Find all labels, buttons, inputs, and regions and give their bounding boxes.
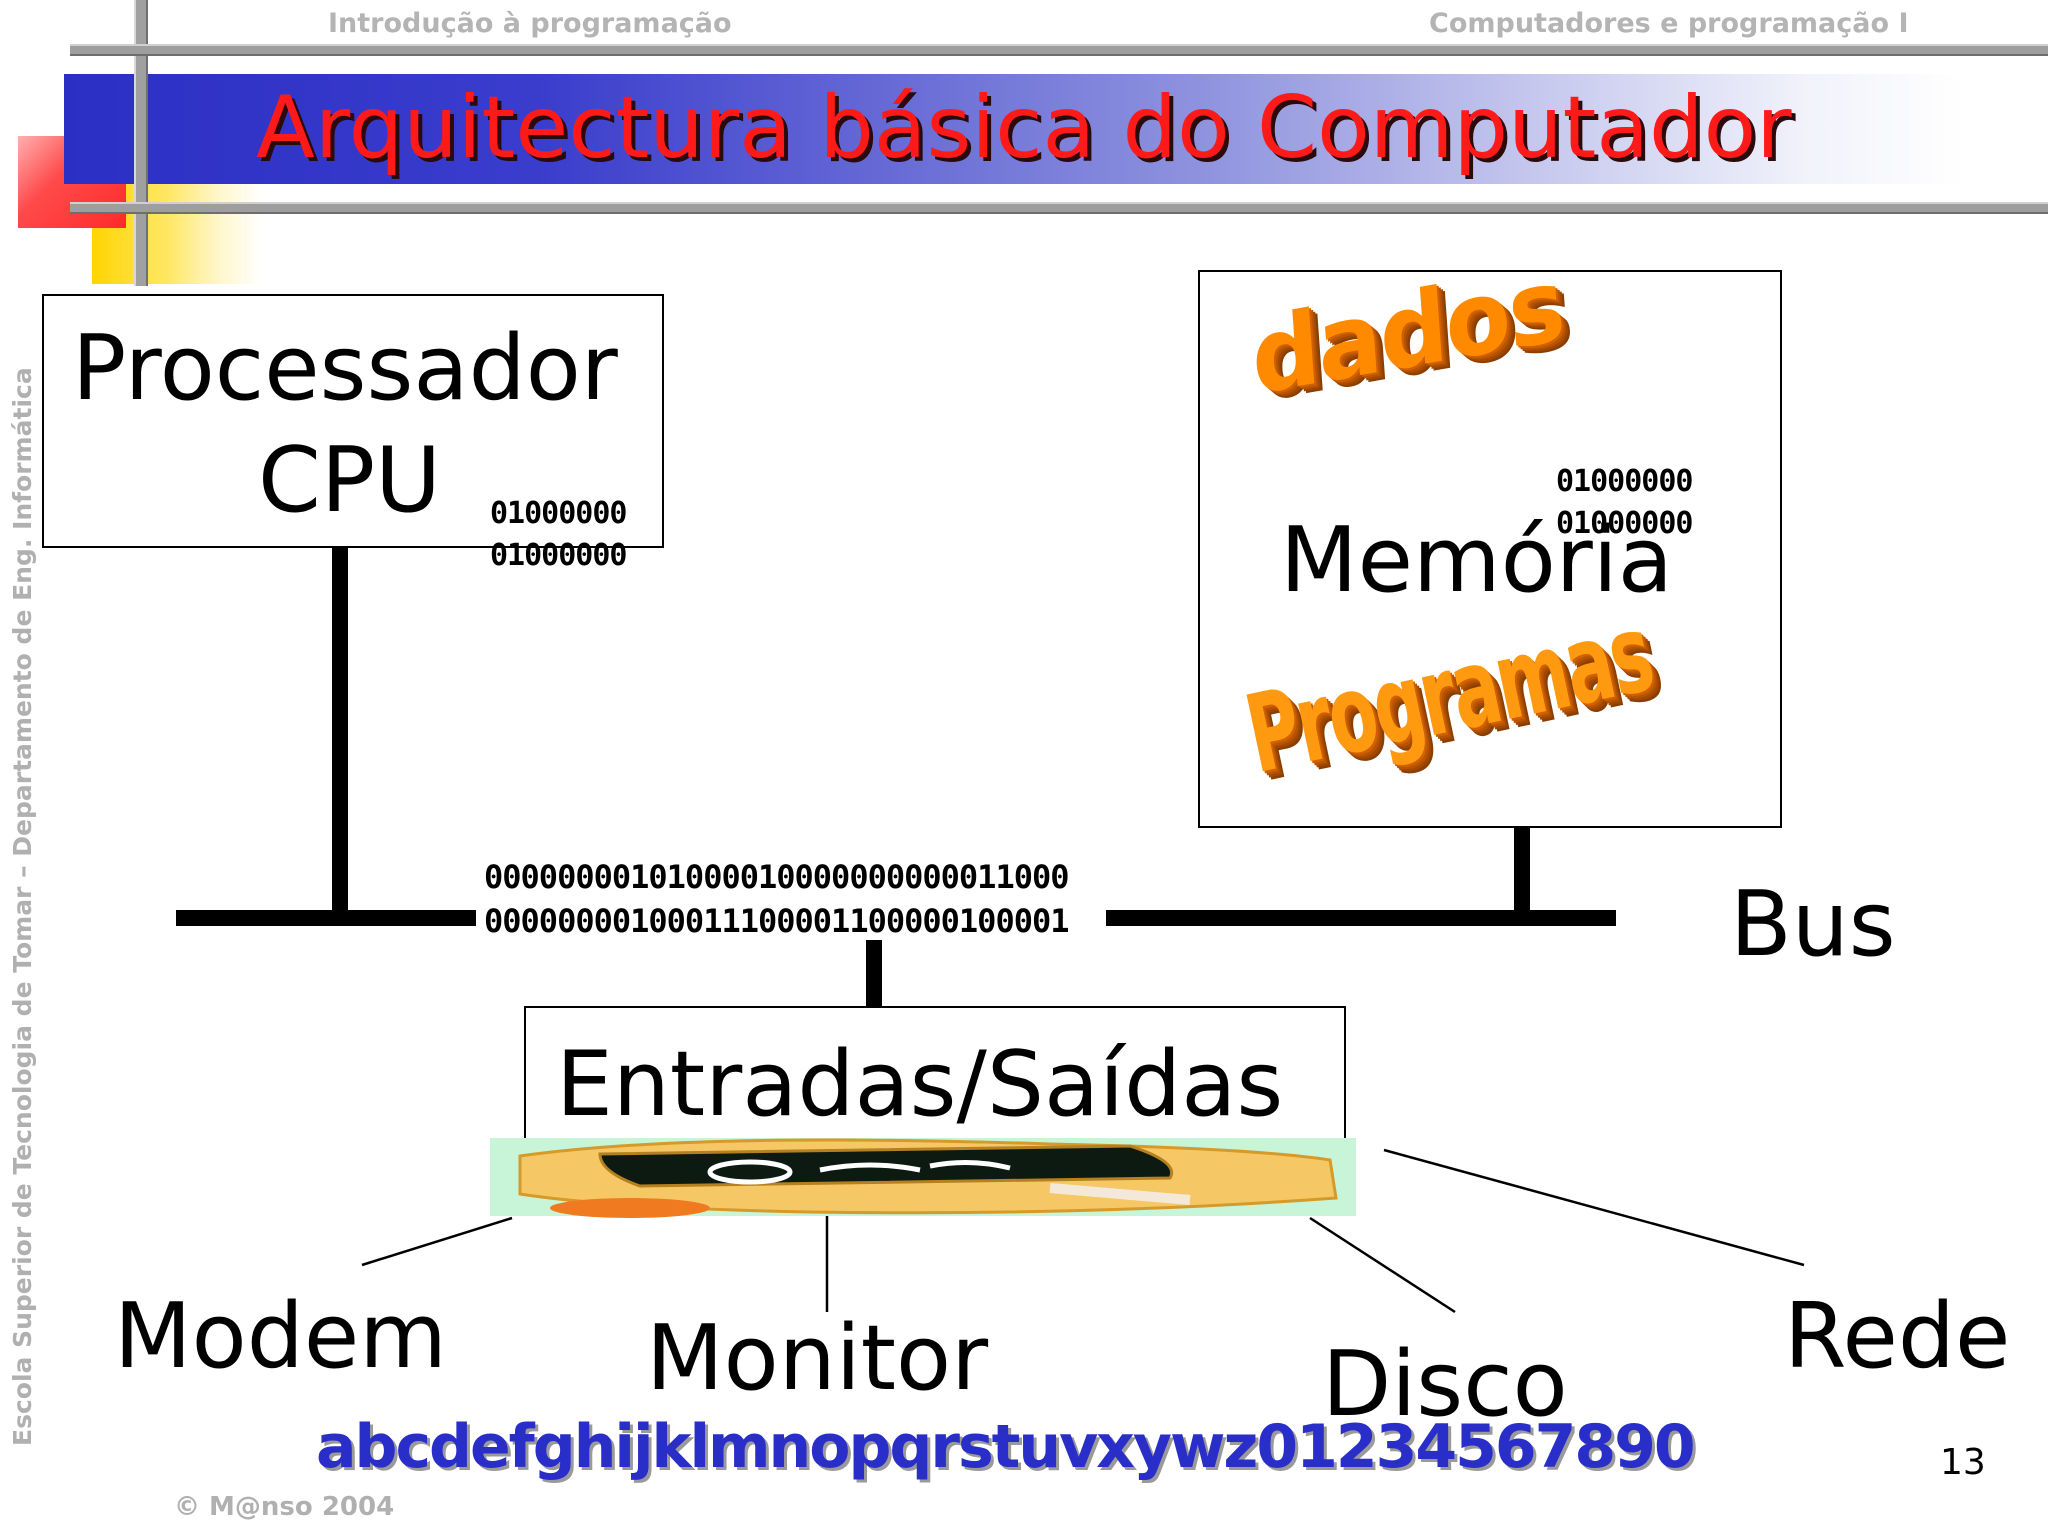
cpu-bits-line2: 01000000 [490,538,627,573]
computer-clipart [490,1138,1356,1218]
rede-connector-line [1383,1148,1805,1267]
memory-label: Memória [1280,508,1673,613]
bus-bits-line2: 00000000100011100001100000100001 [484,902,1069,940]
alphabet-text: abcdefghijklmnopqrstuvxywz01234567890 [316,1412,1696,1482]
page-number: 13 [1940,1442,1986,1483]
device-monitor-label: Monitor [646,1306,989,1411]
header-right-text: Computadores e programação I [1429,8,1909,39]
bus-line-right [1106,910,1616,926]
frame-bottom-line [70,202,2048,214]
cpu-connector-line [332,544,348,914]
copyright-text: © M@nso 2004 [174,1492,395,1522]
memory-connector-line [1514,824,1530,914]
bus-label: Bus [1730,872,1896,977]
cpu-label-line1: Processador [72,316,618,421]
frame-vertical-line [134,0,148,286]
disco-connector-line [1309,1216,1456,1314]
memory-box [1198,270,1782,828]
device-modem-label: Modem [114,1284,447,1389]
title-band [64,74,1964,184]
memory-bits-line2: 01000000 [1556,506,1693,541]
io-connector-line [866,940,882,1008]
slide-title: Arquitectura básica do Computador [256,78,1792,178]
device-rede-label: Rede [1784,1284,2011,1389]
io-box [524,1006,1346,1146]
device-disco-label: Disco [1322,1332,1568,1437]
io-label: Entradas/Saídas [556,1032,1284,1137]
cpu-label-line2: CPU [258,428,441,533]
memory-bits-line1: 01000000 [1556,464,1693,499]
modem-connector-line [361,1216,513,1267]
bus-bits-line1: 00000000101000010000000000011000 [484,858,1069,896]
cpu-bits-line1: 01000000 [490,496,627,531]
header-left-text: Introdução à programação [328,8,732,39]
bus-line-left [176,910,476,926]
cpu-box [42,294,664,548]
frame-top-line [70,44,2048,56]
